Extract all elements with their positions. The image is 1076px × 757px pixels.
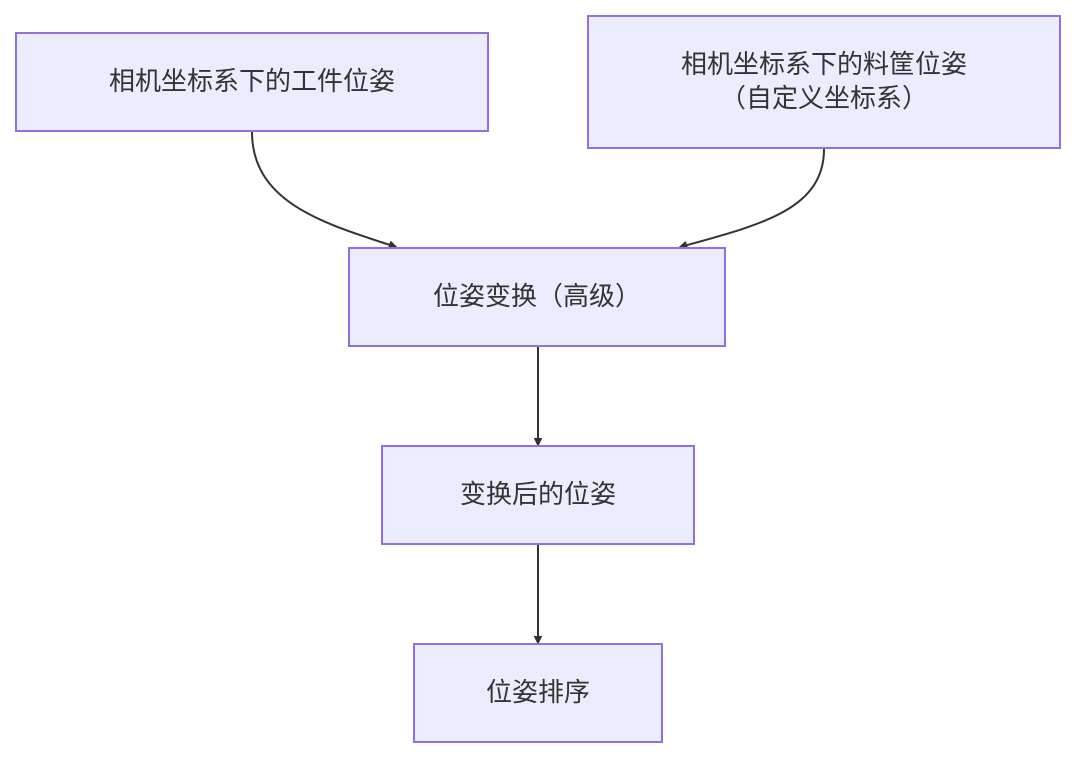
node-label: 位姿排序 [485,678,590,708]
node-label: 相机坐标系下的料筐位姿 [680,50,967,80]
node-label: 相机坐标系下的工件位姿 [108,67,395,97]
node-label: 位姿变换（高级） [432,282,641,312]
node-workpiece-pose-camera-frame[interactable]: 相机坐标系下的工件位姿 [15,32,489,132]
node-pose-transform-advanced[interactable]: 位姿变换（高级） [348,247,726,347]
node-transformed-pose[interactable]: 变换后的位姿 [381,445,695,545]
node-label: 变换后的位姿 [459,480,616,510]
node-bin-pose-camera-frame[interactable]: 相机坐标系下的料筐位姿 （自定义坐标系） [587,15,1061,149]
node-pose-sort[interactable]: 位姿排序 [413,643,663,743]
edge-bin-to-transform [680,148,825,247]
node-label-secondary: （自定义坐标系） [719,84,928,114]
edge-workpiece-to-transform [251,131,396,247]
